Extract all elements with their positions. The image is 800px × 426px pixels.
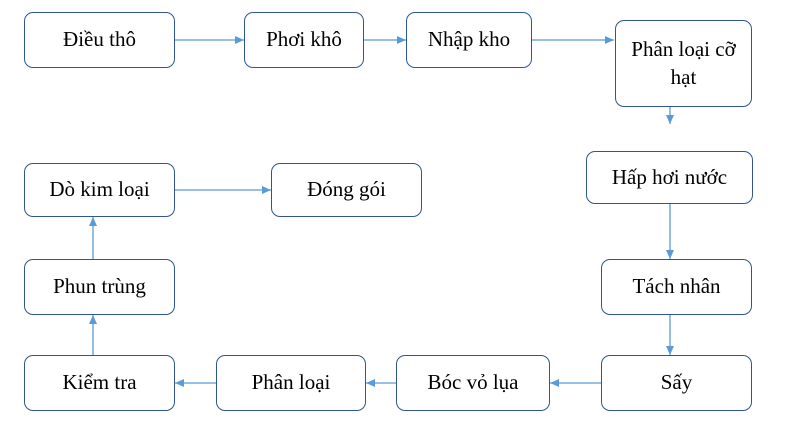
node-boc-vo-lua: Bóc vỏ lụa — [396, 355, 550, 411]
node-say: Sấy — [601, 355, 752, 411]
node-dong-goi: Đóng gói — [271, 163, 422, 217]
node-kiem-tra: Kiểm tra — [24, 355, 175, 411]
node-phan-loai-co-hat: Phân loại cỡ hạt — [615, 20, 752, 107]
node-tach-nhan: Tách nhân — [601, 259, 752, 315]
node-phoi-kho: Phơi khô — [244, 12, 364, 68]
node-hap-hoi-nuoc: Hấp hơi nước — [586, 151, 753, 204]
node-phan-loai: Phân loại — [216, 355, 366, 411]
node-nhap-kho: Nhập kho — [406, 12, 532, 68]
node-dieu-tho: Điều thô — [24, 12, 175, 68]
node-do-kim-loai: Dò kim loại — [24, 163, 175, 217]
node-phun-trung: Phun trùng — [24, 259, 175, 315]
